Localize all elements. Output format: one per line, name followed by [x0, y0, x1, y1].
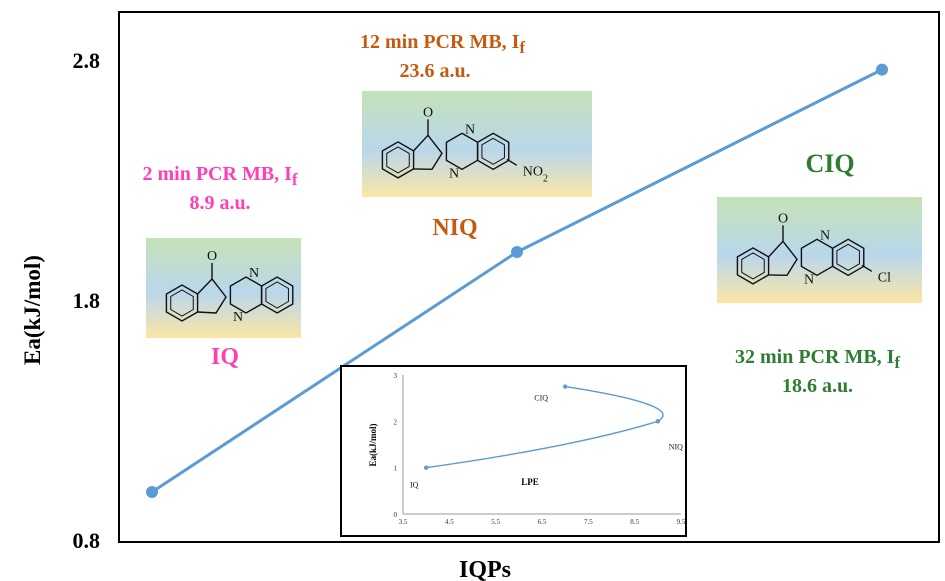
data-series	[146, 63, 888, 498]
y-tick-label: 2.8	[73, 48, 101, 73]
iq-benzene-ring-2	[260, 276, 294, 314]
inset-point-ciq	[562, 384, 568, 389]
inset-x-tick-label: 8.5	[630, 518, 639, 526]
y-tick-label: 0.8	[73, 528, 101, 553]
iq-five-ring	[197, 277, 227, 314]
niq-atom-n2: N	[449, 166, 459, 181]
niq-atom-substituent: NO2	[523, 164, 548, 184]
niq-five-ring	[413, 134, 443, 171]
iq-atom-o: O	[207, 249, 217, 264]
iq-benzene-ring	[165, 284, 199, 322]
inset-point-label-ciq: CIQ	[534, 394, 548, 403]
inset-x-tick-label: 6.5	[538, 518, 547, 526]
ciq-benzene-ring	[736, 247, 770, 285]
inset-x-axis-label: LPE	[521, 477, 539, 487]
inset-point-niq	[655, 419, 661, 424]
ciq-annotation: 32 min PCR MB, If 18.6 a.u.	[705, 345, 930, 399]
ciq-structure-bg	[717, 197, 922, 303]
inset-y-tick-label: 3	[394, 372, 398, 380]
iq-annotation-line2: 8.9 a.u.	[189, 191, 251, 214]
x-axis-label: IQPs	[459, 557, 511, 581]
data-point-niq	[511, 246, 523, 258]
inset-y-axis-label: Ea(kJ/mol)	[368, 423, 378, 466]
iq-name: IQ	[210, 344, 239, 370]
iq-annotation: 2 min PCR MB, If 8.9 a.u.	[125, 162, 315, 216]
niq-annotation: 12 min PCR MB, If 23.6 a.u.	[360, 30, 525, 84]
iq-structure-bg	[146, 238, 301, 338]
iq-structure: O N N	[146, 238, 301, 338]
data-point-iq	[146, 486, 158, 498]
ciq-benzene-inner	[741, 252, 765, 280]
ciq-name: CIQ	[805, 149, 855, 178]
niq-name: NIQ	[432, 215, 478, 241]
inset-point-iq	[423, 465, 429, 470]
ciq-atom-n2: N	[804, 272, 814, 287]
iq-benzene-inner-2	[265, 281, 289, 309]
plot-frame	[118, 11, 940, 543]
ciq-annotation-line2: 18.6 a.u.	[781, 374, 854, 397]
inset-point-label-niq: NIQ	[669, 442, 683, 451]
inset-y-tick-label: 0	[394, 511, 398, 519]
iq-atom-n2: N	[233, 310, 243, 325]
iq-benzene-inner	[170, 289, 194, 317]
niq-annotation-line1: 12 min PCR MB, If	[360, 31, 525, 57]
niq-substituent-bond	[506, 158, 518, 166]
data-point-ciq	[876, 63, 888, 76]
y-axis-label: Ea(kJ/mol)	[20, 255, 45, 365]
iq-atom-n1: N	[249, 266, 259, 281]
inset-y-tick-label: 1	[394, 465, 398, 473]
inset-x-tick-label: 4.5	[445, 518, 454, 526]
inset-frame	[340, 365, 687, 537]
inset-x-tick-label: 7.5	[584, 518, 593, 526]
inset-y-tick-label: 2	[394, 418, 398, 426]
ciq-structure: O N N Cl	[717, 197, 922, 303]
niq-structure: O N N NO2	[362, 91, 592, 197]
iq-annotation-line1: 2 min PCR MB, If	[142, 163, 298, 189]
ciq-benzene-inner-2	[836, 243, 860, 271]
ciq-annotation-line1: 32 min PCR MB, If	[735, 346, 900, 372]
niq-atom-o: O	[423, 105, 433, 120]
niq-annotation-line2: 23.6 a.u.	[399, 59, 471, 82]
y-tick-label: 1.8	[73, 288, 101, 313]
niq-benzene-inner	[386, 146, 410, 174]
ciq-five-ring	[768, 240, 798, 277]
inset-x-tick-label: 3.5	[399, 518, 408, 526]
ciq-benzene-ring-2	[831, 238, 865, 277]
inset-point-label-iq: IQ	[410, 481, 419, 490]
y-tick-labels: 0.8 1.8 2.8	[73, 48, 101, 553]
inset-x-tick-label: 5.5	[491, 518, 500, 526]
ciq-atom-substituent: Cl	[878, 270, 891, 285]
ciq-atom-o: O	[778, 211, 788, 226]
niq-benzene-ring-2	[476, 132, 510, 171]
ciq-atom-n1: N	[820, 228, 830, 243]
niq-benzene-inner-2	[481, 137, 505, 165]
inset-x-tick-label: 9.5	[677, 518, 686, 526]
ciq-substituent-bond	[861, 264, 873, 272]
niq-atom-n1: N	[465, 122, 475, 137]
inset-series-line	[426, 385, 664, 469]
